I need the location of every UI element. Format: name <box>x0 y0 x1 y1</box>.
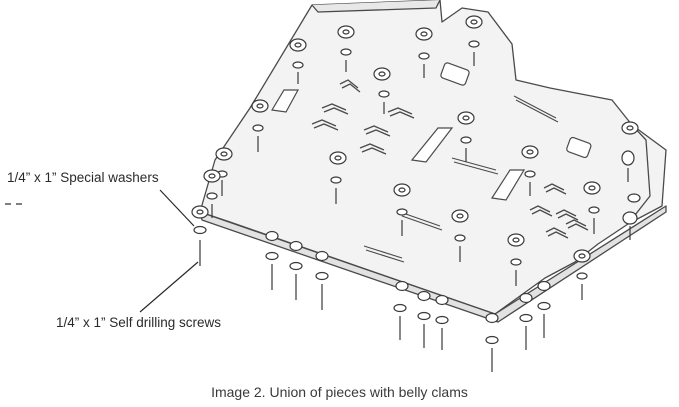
fastener-13 <box>521 145 539 196</box>
label-special-washers: 1/4” x 1” Special washers <box>7 170 159 185</box>
plate-cutouts <box>271 62 592 201</box>
fastener-04 <box>465 15 483 66</box>
fastener-26 <box>485 312 499 372</box>
plate-chevrons <box>311 79 589 239</box>
fastener-21 <box>289 240 303 300</box>
fastener-01 <box>289 38 307 84</box>
fastener-11 <box>457 111 475 162</box>
fastener-24 <box>417 290 431 348</box>
fastener-16 <box>621 121 639 182</box>
fasteners <box>191 15 641 372</box>
fastener-18 <box>507 233 525 286</box>
fastener-06 <box>251 99 269 152</box>
leader-lines <box>5 189 199 313</box>
fastener-17 <box>622 193 641 240</box>
fastener-28 <box>537 280 551 338</box>
label-self-drilling-screws: 1/4” x 1” Self drilling screws <box>56 315 222 330</box>
plate-slot-rails <box>363 95 559 263</box>
fastener-14 <box>451 209 469 262</box>
fastener-07 <box>215 147 233 196</box>
fastener-02 <box>337 25 355 72</box>
fastener-27 <box>519 292 533 350</box>
fastener-20 <box>265 230 279 290</box>
figure-caption: Image 2. Union of pieces with belly clam… <box>211 384 468 400</box>
fastener-09 <box>191 205 209 266</box>
fastener-25 <box>435 294 449 350</box>
leader-line-washers <box>159 189 195 227</box>
fastener-22 <box>315 250 329 310</box>
fastener-05 <box>373 67 391 114</box>
fastener-19 <box>573 249 591 300</box>
fastener-10 <box>329 151 347 204</box>
fastener-15 <box>583 181 601 234</box>
belly-plate <box>199 0 667 323</box>
leader-line-screws <box>139 261 199 313</box>
fastener-23 <box>393 280 409 340</box>
fastener-03 <box>415 27 433 78</box>
fastener-12 <box>393 183 411 236</box>
fastener-08 <box>203 169 221 218</box>
